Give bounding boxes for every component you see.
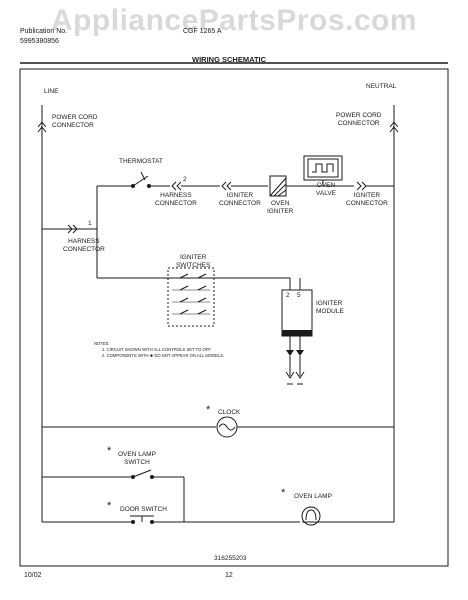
igniter-connector-right-symbol xyxy=(356,181,362,191)
watermark: AppliancePartsPros.com xyxy=(50,4,418,37)
note-2: 2. COMPONENTS WITH ✱ DO NOT APPEAR ON AL… xyxy=(102,353,225,358)
clock-star: * xyxy=(206,404,211,416)
footer-page-number: 12 xyxy=(225,572,233,579)
diagram-number: 316255203 xyxy=(214,555,247,562)
oven-lamp-symbol xyxy=(301,506,321,526)
module-pin-5-label: 5 xyxy=(297,292,301,299)
pin-2-label: 2 xyxy=(183,176,187,183)
model-number: CGF 1265 A xyxy=(183,28,222,35)
oven-lamp-star: * xyxy=(281,487,286,499)
schematic-frame xyxy=(19,68,449,567)
igniter-switches-group xyxy=(167,267,215,327)
thermostat-label: THERMOSTAT xyxy=(119,158,163,165)
line-label: LINE xyxy=(44,88,59,95)
oven-valve-symbol xyxy=(303,155,343,181)
note-1: 1. CIRCUIT SHOWN WITH ALL CONTROLS SET T… xyxy=(102,347,212,352)
part-number: 5995380856 xyxy=(20,38,59,45)
publication-label: Publication No. xyxy=(20,28,68,35)
igniter-connector-top-symbol xyxy=(221,181,227,191)
igniter-switch-contacts xyxy=(172,273,210,315)
oven-lamp-label: OVEN LAMP xyxy=(294,493,332,500)
notes-heading: NOTES: xyxy=(94,341,110,346)
module-pin-2-label: 2 xyxy=(286,292,290,299)
door-switch-star: * xyxy=(107,500,112,512)
footer-date: 10/02 xyxy=(24,572,42,579)
page-title: WIRING SCHEMATIC xyxy=(192,55,267,64)
power-cord-connector-right-symbol xyxy=(389,121,399,128)
neutral-label: NEUTRAL xyxy=(366,83,397,90)
clock-label: CLOCK xyxy=(218,409,241,416)
thermostat-symbol xyxy=(132,175,149,187)
oven-lamp-switch-star: * xyxy=(107,445,112,457)
door-switch-symbol xyxy=(131,520,135,524)
pin-1-label: 1 xyxy=(88,220,92,227)
door-switch-label: DOOR SWITCH xyxy=(120,506,167,513)
harness-connector-top-symbol xyxy=(171,181,177,191)
power-cord-connector-left-symbol xyxy=(37,121,47,128)
